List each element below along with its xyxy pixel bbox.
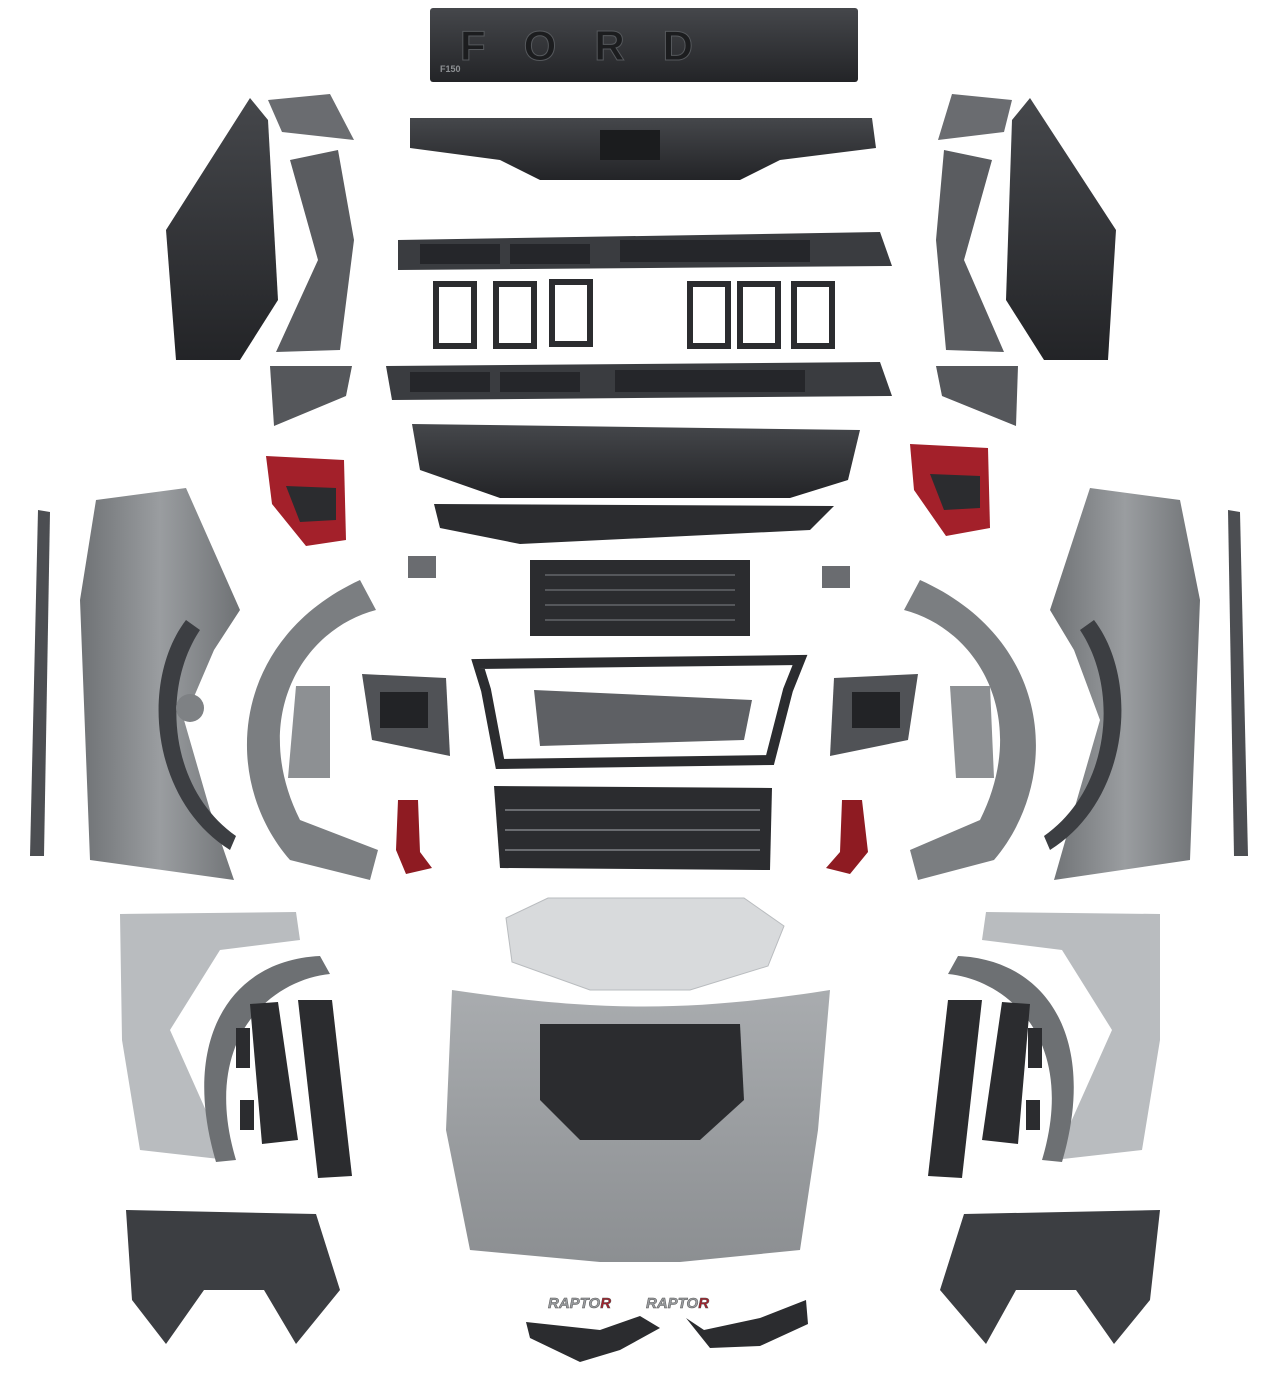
tow-hook-right <box>826 800 868 874</box>
front-bumper <box>412 424 860 498</box>
front-fender-right <box>1050 488 1200 880</box>
filler-panel-left <box>288 686 330 778</box>
tailgate-model-badge: F150 <box>440 64 461 74</box>
wheel-flare-inner-right <box>1044 620 1122 850</box>
wheel-flare-inner-left <box>158 620 236 850</box>
tow-hook-left <box>396 800 432 874</box>
tail-light-right <box>910 444 990 536</box>
fender-flare-lower-left <box>204 956 330 1162</box>
rocker-strip-left <box>30 510 50 856</box>
shutter-louvers <box>545 574 735 621</box>
headlight-left <box>362 674 450 756</box>
front-fender-left <box>80 488 240 880</box>
hood-hinge-left <box>526 1316 660 1362</box>
raptor-badge-left: RAPTOR <box>548 1295 611 1312</box>
raptor-badge-right: RAPTOR <box>646 1295 709 1312</box>
hood-hinge-right <box>686 1300 808 1348</box>
lower-vent-slots <box>410 370 805 392</box>
rear-bumper-hitch <box>600 130 660 160</box>
small-bracket-left <box>408 556 436 578</box>
active-grille-shutter <box>530 560 750 636</box>
rear-fender-liner-left <box>166 98 278 360</box>
fender-lower-left <box>120 912 300 1160</box>
rear-fender-liner-right <box>1006 98 1116 360</box>
fender-flare-upper-right <box>936 150 1004 352</box>
fender-flare-lower-right <box>948 956 1074 1162</box>
splash-shield-left <box>126 1210 340 1344</box>
inner-trim-pieces-right <box>928 1000 1042 1178</box>
corner-piece-top-left <box>268 94 354 140</box>
inner-trim-pieces-left <box>236 1000 352 1178</box>
wheel-flare-front-left <box>246 580 378 880</box>
wheel-flare-front-right <box>904 580 1036 880</box>
small-bracket-right <box>822 566 850 588</box>
tailgate-wordmark: FORD <box>460 22 731 69</box>
headlight-right <box>830 674 918 756</box>
corner-piece-mid-left <box>270 366 352 426</box>
vent-brackets <box>433 279 835 349</box>
fender-lower-right <box>982 912 1160 1160</box>
fuel-door <box>176 694 204 722</box>
fender-flare-upper-left <box>276 150 354 352</box>
hood-scoop <box>540 1024 744 1140</box>
tail-light-left <box>266 456 346 546</box>
filler-panel-right <box>950 686 994 778</box>
front-grille <box>494 786 772 870</box>
front-bumper-lip <box>434 504 834 544</box>
radiator-cover <box>534 690 752 746</box>
corner-piece-top-right <box>938 94 1012 140</box>
skid-plate <box>505 897 785 991</box>
tailgate-panel: FORD F150 <box>430 8 858 82</box>
rocker-strip-right <box>1228 510 1248 856</box>
splash-shield-right <box>940 1210 1160 1344</box>
upper-vent-slots <box>420 240 810 264</box>
corner-piece-mid-right <box>936 366 1018 426</box>
radiator-support <box>471 654 808 770</box>
